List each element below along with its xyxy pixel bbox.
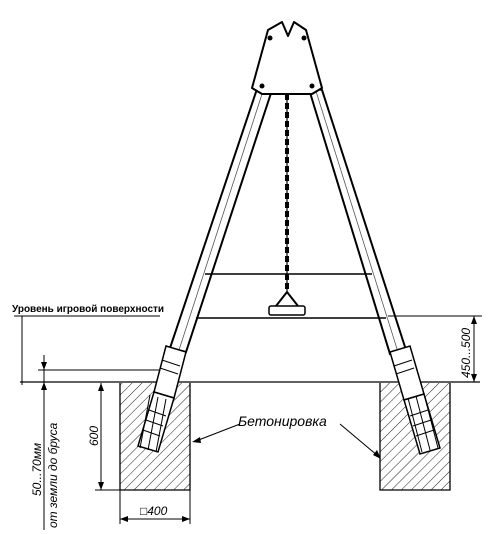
top-bracket [251,21,323,95]
depth-600-label: 600 [87,426,101,446]
swing-seat [268,291,306,316]
left-leg [137,84,274,453]
play-surface-label: Уровень игровой поверхности [12,304,164,315]
right-leg [306,84,441,455]
range-50-70-label: 50...70мм [30,443,44,496]
from-ground-to-beam-label: от земли до бруса [46,422,60,528]
range-450-500-label: 450...500 [459,328,473,378]
left-dimensions [14,315,191,530]
concreting-leaders [192,423,381,459]
right-dimensions [388,315,482,382]
concreting-label: Бетонировка [238,413,327,429]
footing-size-label: □400 [140,504,168,518]
